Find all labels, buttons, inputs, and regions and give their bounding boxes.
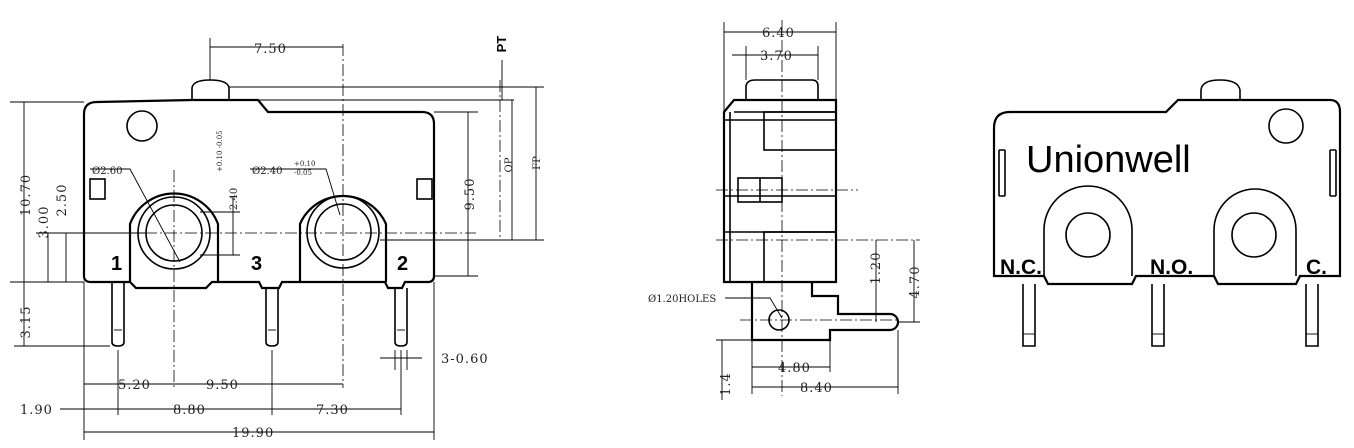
right-tab <box>416 178 433 200</box>
actuator <box>191 79 230 100</box>
pin-label-2: 2 <box>397 253 408 275</box>
dim-8-80: 8.80 <box>173 403 206 418</box>
dim-2-40-rotated: 2.40 <box>229 188 240 210</box>
mount-hole <box>126 110 158 142</box>
product-hole-left <box>1065 212 1111 258</box>
pin-label-no: N.O. <box>1150 256 1193 279</box>
dim-9-50-vertical: 9.50 <box>463 178 478 211</box>
dim-2-50: 2.50 <box>55 184 70 217</box>
pin-label-3: 3 <box>251 253 262 275</box>
front-body <box>82 98 436 290</box>
dim-19-90: 19.90 <box>232 426 274 441</box>
product-hole-right <box>1231 212 1277 258</box>
dim-3-00: 3.00 <box>37 206 52 239</box>
front-view: 7.50 10.70 3.00 2.50 3.15 9.50 PT OP FP … <box>10 36 544 441</box>
dim-9-50-horizontal: 9.50 <box>206 378 239 393</box>
dim-1-20: 1.20 <box>869 252 884 285</box>
side-window-top <box>763 111 837 151</box>
pin-label-1: 1 <box>111 253 122 275</box>
side-cap <box>745 79 819 100</box>
fp-label: FP <box>532 156 543 170</box>
hole-left-label: Ø2.60 <box>92 166 122 177</box>
dim-1-4: 1.4 <box>719 372 734 396</box>
dim-1-90: 1.90 <box>20 403 53 418</box>
pin-3 <box>265 288 279 347</box>
pin-label-nc: N.C. <box>1000 256 1042 279</box>
dim-5-20: 5.20 <box>118 378 151 393</box>
dim-6-40: 6.40 <box>762 26 795 41</box>
side-body <box>722 98 838 284</box>
side-terminal <box>750 282 900 342</box>
dim-3x0-60: 3-0.60 <box>441 352 489 367</box>
op-label: OP <box>504 157 515 172</box>
pin-label-c: C. <box>1306 256 1327 279</box>
product-actuator <box>1200 79 1241 100</box>
pin-2 <box>394 288 408 347</box>
dim-7-30: 7.30 <box>316 403 349 418</box>
product-boss-right <box>1213 188 1297 276</box>
pt-label: PT <box>494 36 509 53</box>
left-tab <box>89 178 106 200</box>
dim-3-70: 3.70 <box>760 49 793 64</box>
hole-right-label: Ø2.40 <box>252 166 282 177</box>
dim-2-40-tolerance: +0.10 -0.05 <box>216 130 224 172</box>
hole-right-tol-upper: +0.10 <box>294 160 315 168</box>
pin-1 <box>111 282 125 347</box>
product-body <box>992 98 1342 286</box>
holes-label: Ø1.20HOLES <box>648 294 716 305</box>
hole-right-tol-lower: -0.05 <box>294 169 312 177</box>
side-window-low <box>763 231 837 283</box>
brand-name: Unionwell <box>1026 139 1191 181</box>
side-view: 6.40 3.70 1.20 4.70 1.4 4.80 8.40 Ø1.20H… <box>648 20 923 400</box>
product-pin-c <box>1305 284 1319 347</box>
product-pin-nc <box>1022 284 1036 347</box>
dim-7-50: 7.50 <box>254 42 287 57</box>
dim-4-70: 4.70 <box>908 266 923 299</box>
dim-8-40: 8.40 <box>800 381 833 396</box>
dim-10-70: 10.70 <box>19 174 34 216</box>
product-boss-left <box>1043 185 1133 276</box>
product-pin-no <box>1151 284 1165 347</box>
dim-3-15: 3.15 <box>19 306 34 339</box>
product-mount-hole <box>1268 108 1304 144</box>
product-view: Unionwell N.C. N.O. C. <box>992 79 1342 347</box>
dim-4-80: 4.80 <box>778 361 811 376</box>
